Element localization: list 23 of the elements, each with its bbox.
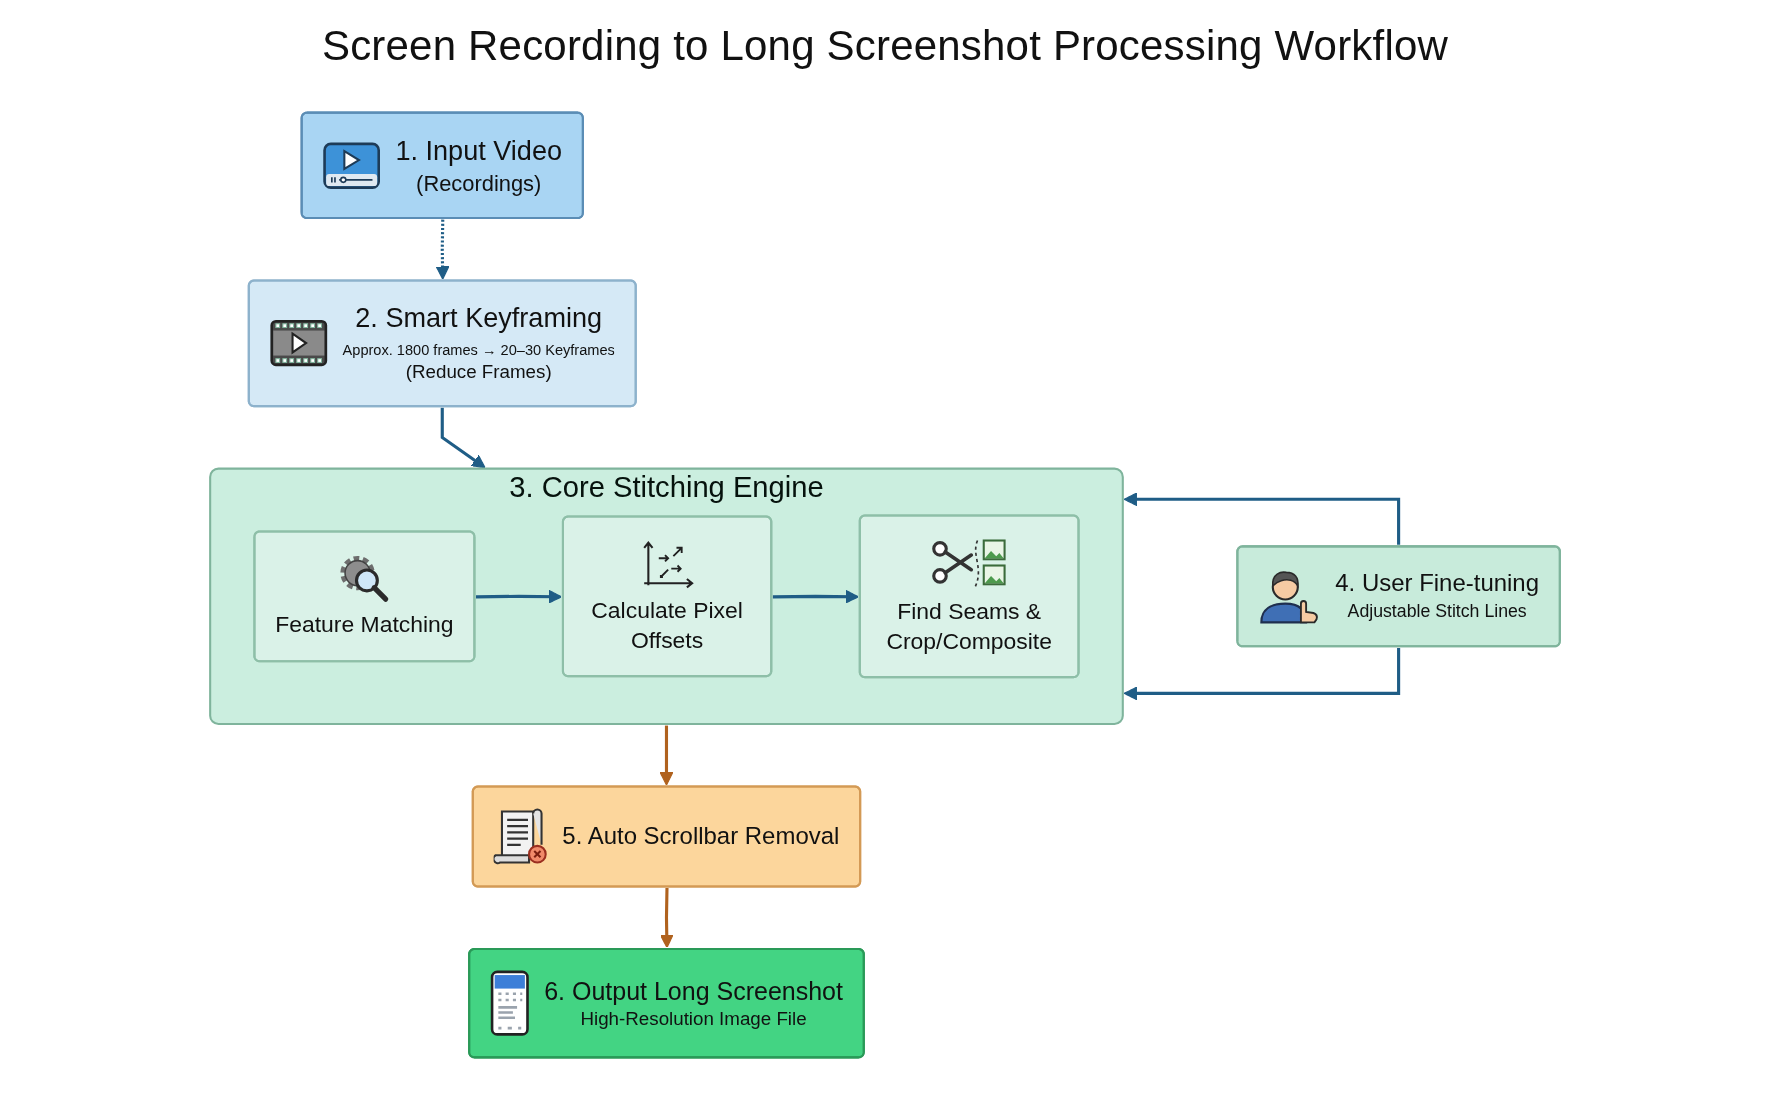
step-label: Calculate Pixel Offsets	[591, 596, 743, 653]
arrow	[475, 589, 562, 604]
arrow	[659, 725, 674, 786]
diagram-title: Screen Recording to Long Screenshot Processing Workflow	[321, 22, 1449, 70]
arrow	[772, 589, 859, 604]
group-title: 3. Core Stitching Engine	[509, 470, 824, 503]
dashed-arrow	[435, 219, 450, 280]
step-description: (Reduce Frames)	[405, 362, 552, 383]
arrow	[1123, 492, 1401, 545]
step-title: 6. Output Long Screenshot	[544, 976, 843, 1005]
arrow	[1123, 647, 1401, 701]
arrow	[659, 888, 674, 949]
step-label: 5. Auto Scrollbar Removal	[562, 822, 840, 850]
step-description: Approx. 1800 frames → 20–30 Keyframes	[342, 340, 615, 358]
step-label: Find Seams & Crop/Composite	[886, 597, 1052, 654]
step-label: Feature Matching	[275, 611, 454, 638]
step-description: High-Resolution Image File	[580, 1008, 807, 1030]
arrow	[440, 407, 486, 469]
step-description: (Recordings)	[416, 170, 542, 195]
step-title: 1. Input Video	[395, 134, 563, 166]
step-title: 4. User Fine-tuning	[1335, 569, 1539, 597]
step-title: 2. Smart Keyframing	[355, 302, 603, 334]
step-description: Adjustable Stitch Lines	[1347, 601, 1527, 622]
